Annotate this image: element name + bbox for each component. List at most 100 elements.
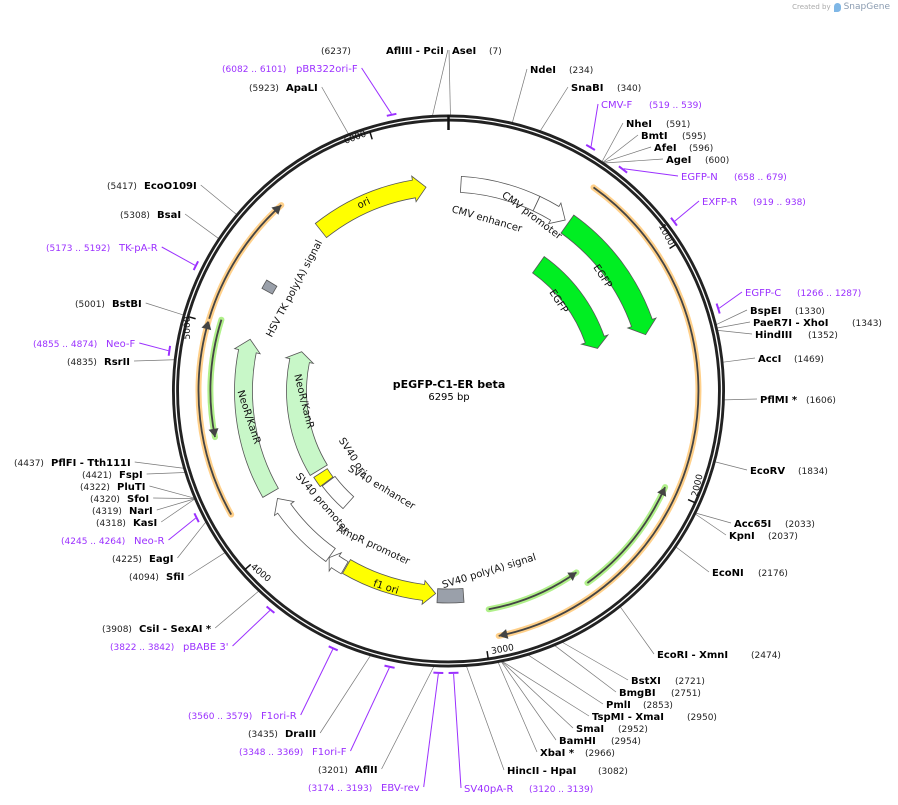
enzyme-site-acci[interactable]: AccI(1469) [758, 354, 824, 365]
enzyme-site-bsai[interactable]: (5308)BsaI [120, 210, 181, 221]
feature-ampr-promoter[interactable] [328, 551, 349, 575]
primer-f1ori-r[interactable]: (3560 .. 3579)F1ori-R [188, 711, 297, 722]
feature-sv40-ori[interactable] [313, 468, 334, 488]
enzyme-name[interactable]: HincII - HpaI [507, 766, 576, 777]
primer-f1ori-f[interactable]: (3348 .. 3369)F1ori-F [239, 747, 347, 758]
enzyme-name[interactable]: CsiI - SexAI * [139, 624, 212, 635]
enzyme-name[interactable]: DraIII [285, 729, 316, 740]
enzyme-site-bspei[interactable]: BspEI(1330) [750, 306, 825, 317]
enzyme-site-bmgbi[interactable]: BmgBI(2751) [619, 688, 701, 699]
enzyme-name[interactable]: NheI [626, 119, 652, 130]
primer-exfp-r[interactable]: EXFP-R(919 .. 938) [702, 197, 806, 208]
feature-sv40-enhancer[interactable] [321, 475, 355, 510]
primer-neo-f[interactable]: (4855 .. 4874)Neo-F [33, 339, 136, 350]
primer-name[interactable]: pBABE 3' [183, 642, 229, 653]
enzyme-site-csii-sexai[interactable]: (3908)CsiI - SexAI * [102, 624, 212, 635]
enzyme-site-bstxi[interactable]: BstXI(2721) [631, 676, 705, 687]
enzyme-name[interactable]: BamHI [559, 736, 596, 747]
primer-name[interactable]: pBR322ori-F [296, 64, 358, 75]
enzyme-site-ecori-xmni[interactable]: EcoRI - XmnI(2474) [657, 650, 781, 661]
enzyme-site-afei[interactable]: AfeI(596) [654, 143, 713, 154]
primer-neo-r[interactable]: (4245 .. 4264)Neo-R [61, 536, 165, 547]
primer-name[interactable]: Neo-F [106, 339, 136, 350]
enzyme-name[interactable]: FspI [119, 470, 143, 481]
feature-ori[interactable] [314, 175, 427, 239]
enzyme-site-agei[interactable]: AgeI(600) [666, 155, 729, 166]
enzyme-site-nhei[interactable]: NheI(591) [626, 119, 690, 130]
enzyme-name[interactable]: AfeI [654, 143, 677, 154]
enzyme-name[interactable]: SnaBI [571, 83, 603, 94]
enzyme-site-bmti[interactable]: BmtI(595) [641, 131, 706, 142]
enzyme-name[interactable]: AflIII - PciI [386, 46, 444, 57]
enzyme-site-tspmi-xmai[interactable]: TspMI - XmaI(2950) [592, 712, 717, 723]
enzyme-name[interactable]: BmtI [641, 131, 668, 142]
primer-sv40pa-r[interactable]: SV40pA-R(3120 .. 3139) [464, 784, 593, 795]
enzyme-site-hincii-hpai[interactable]: HincII - HpaI(3082) [507, 766, 628, 777]
orf-line[interactable] [209, 319, 223, 438]
primer-name[interactable]: SV40pA-R [464, 784, 513, 795]
enzyme-site-smai[interactable]: SmaI(2952) [576, 724, 648, 735]
orf-line[interactable] [586, 486, 666, 584]
enzyme-site-bstbi[interactable]: (5001)BstBI [75, 299, 142, 310]
enzyme-name[interactable]: NarI [129, 506, 153, 517]
enzyme-name[interactable]: AseI [452, 46, 476, 57]
enzyme-name[interactable]: SfoI [127, 494, 149, 505]
enzyme-site-sfoi[interactable]: (4320)SfoI [90, 494, 149, 505]
enzyme-name[interactable]: PaeR7I - XhoI [753, 318, 829, 329]
orf-line[interactable] [197, 320, 232, 516]
enzyme-site-hindiii[interactable]: HindIII(1352) [755, 330, 838, 341]
orf-line[interactable] [488, 571, 578, 611]
enzyme-name[interactable]: SfiI [166, 572, 184, 583]
primer-pbr322ori-f[interactable]: (6082 .. 6101)pBR322ori-F [222, 64, 358, 75]
enzyme-site-nari[interactable]: (4319)NarI [92, 506, 153, 517]
enzyme-site-pflfi-tth111i[interactable]: (4437)PflFI - Tth111I [14, 458, 131, 469]
primer-name[interactable]: EGFP-C [745, 288, 781, 299]
enzyme-site-fspi[interactable]: (4421)FspI [82, 470, 143, 481]
enzyme-site-snabi[interactable]: SnaBI(340) [571, 83, 641, 94]
enzyme-site-paer7i-xhoi[interactable]: PaeR7I - XhoI(1343) [753, 318, 882, 329]
enzyme-site-pluti[interactable]: (4322)PluTI [80, 482, 145, 493]
feature-neor-kanr[interactable] [284, 351, 328, 476]
enzyme-name[interactable]: EcoRV [750, 466, 785, 477]
feature-f1-ori[interactable] [341, 559, 437, 606]
enzyme-name[interactable]: BstXI [631, 676, 661, 687]
enzyme-name[interactable]: ApaLI [286, 83, 318, 94]
enzyme-site-ndei[interactable]: NdeI(234) [530, 65, 593, 76]
enzyme-name[interactable]: RsrII [104, 357, 130, 368]
primer-tk-pa-r[interactable]: (5173 .. 5192)TK-pA-R [46, 243, 158, 254]
feature-sv40-poly-a-signal[interactable] [436, 588, 465, 604]
enzyme-site-sfii[interactable]: (4094)SfiI [129, 572, 184, 583]
enzyme-name[interactable]: BstBI [112, 299, 142, 310]
enzyme-site-apali[interactable]: (5923)ApaLI [249, 83, 318, 94]
enzyme-site-econi[interactable]: EcoNI(2176) [712, 568, 788, 579]
feature-egfp[interactable] [560, 214, 658, 336]
primer-ebv-rev[interactable]: (3174 .. 3193)EBV-rev [308, 783, 420, 794]
feature-sv40-promoter[interactable] [273, 498, 336, 563]
enzyme-name[interactable]: AgeI [666, 155, 691, 166]
enzyme-site-pflmi[interactable]: PflMI *(1606) [760, 395, 836, 406]
feature-cmv-promoter[interactable] [532, 195, 566, 225]
orf-line[interactable] [208, 204, 282, 319]
primer-name[interactable]: EGFP-N [681, 172, 718, 183]
primer-pbabe-3[interactable]: (3822 .. 3842)pBABE 3' [110, 642, 229, 653]
enzyme-site-kasi[interactable]: (4318)KasI [96, 518, 157, 529]
enzyme-site-aflii[interactable]: (3201)AflII [318, 765, 378, 776]
primer-name[interactable]: F1ori-R [261, 711, 297, 722]
primer-name[interactable]: CMV-F [601, 100, 632, 111]
primer-egfp-n[interactable]: EGFP-N(658 .. 679) [681, 172, 787, 183]
feature-hsv-tk-poly-a-signal[interactable] [261, 279, 278, 295]
primer-name[interactable]: Neo-R [134, 536, 165, 547]
enzyme-name[interactable]: NdeI [530, 65, 556, 76]
enzyme-name[interactable]: BspEI [750, 306, 781, 317]
primer-name[interactable]: EXFP-R [702, 197, 737, 208]
enzyme-name[interactable]: XbaI * [540, 748, 575, 759]
primer-cmv-f[interactable]: CMV-F(519 .. 539) [601, 100, 702, 111]
enzyme-name[interactable]: AflII [355, 765, 378, 776]
orf-line[interactable] [498, 186, 700, 637]
enzyme-name[interactable]: EcoRI - XmnI [657, 650, 728, 661]
enzyme-name[interactable]: Acc65I [734, 519, 771, 530]
enzyme-name[interactable]: HindIII [755, 330, 792, 341]
primer-name[interactable]: EBV-rev [381, 783, 420, 794]
enzyme-name[interactable]: BsaI [157, 210, 181, 221]
enzyme-site-acc65i[interactable]: Acc65I(2033) [734, 519, 815, 530]
